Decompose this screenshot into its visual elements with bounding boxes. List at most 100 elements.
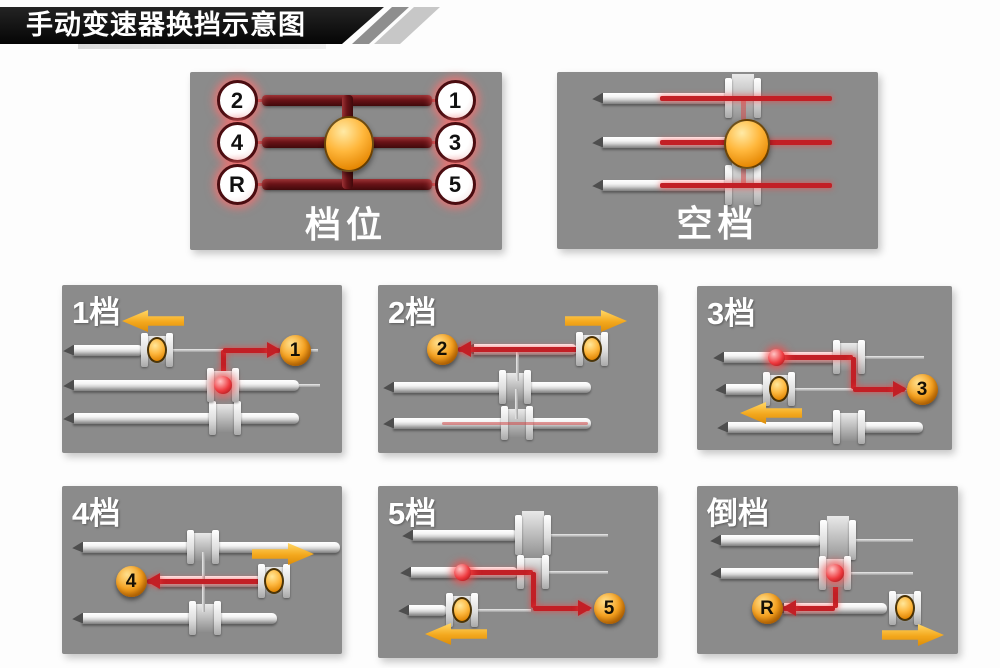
title-banner-bg: 手动变速器换挡示意图 (0, 7, 384, 44)
shift-direction-arrow (122, 309, 184, 333)
red-path-segment (853, 386, 905, 392)
red-path-segment (442, 421, 588, 425)
banner-shadow (78, 44, 326, 49)
shift-rail (82, 612, 277, 624)
collar-flange (283, 564, 290, 598)
red-path-segment (850, 357, 856, 389)
thin-link (853, 538, 913, 542)
gear-number-ball: 1 (279, 334, 311, 366)
shift-collar (189, 601, 221, 635)
shift-collar (819, 556, 851, 590)
page-title: 手动变速器换挡示意图 (26, 10, 306, 40)
shift-rail (412, 529, 518, 541)
shift-rail (783, 602, 887, 614)
red-arrowhead (267, 342, 281, 358)
collar-block (506, 373, 524, 401)
shift-collar (258, 564, 290, 598)
red-path-segment (458, 346, 578, 352)
shifter-knob-ball (724, 119, 770, 169)
collar-flange (601, 332, 608, 366)
collar-flange (820, 520, 827, 560)
gate-position-circle: 4 (216, 121, 258, 163)
title-banner: 手动变速器换挡示意图 (0, 7, 460, 49)
shifter-knob-ball (324, 116, 374, 172)
gate-position-circle: 3 (434, 121, 476, 163)
shift-collar (515, 511, 551, 559)
red-arrowhead (146, 573, 160, 589)
shift-direction-arrow (565, 309, 627, 333)
collar-ball-red (826, 564, 844, 582)
collar-flange (849, 520, 856, 560)
shift-rail (73, 379, 299, 391)
panel-neutral: 空档 (557, 72, 878, 249)
thin-link (299, 383, 320, 387)
collar-flange (889, 591, 896, 625)
collar-flange (819, 556, 826, 590)
collar-flange (471, 593, 478, 627)
red-arrowhead (578, 600, 592, 616)
shift-collar (889, 591, 921, 625)
collar-flange (499, 370, 506, 404)
shift-rail (73, 412, 299, 424)
collar-flange (189, 601, 196, 635)
collar-flange (833, 410, 840, 444)
collar-flange (141, 333, 148, 367)
red-path-segment (220, 350, 226, 385)
collar-flange (187, 530, 194, 564)
collar-flange (858, 410, 865, 444)
gear-label: 2档 (388, 295, 437, 330)
shift-collar (820, 516, 856, 564)
thin-link-vertical (515, 351, 519, 381)
collar-ball-red (214, 376, 232, 394)
collar-flange (524, 370, 531, 404)
shift-collar (187, 530, 219, 564)
gear-number-ball: R (751, 592, 783, 624)
shift-collar (576, 332, 608, 366)
red-arrowhead (457, 341, 471, 357)
shift-collar (499, 370, 531, 404)
collar-block (522, 511, 544, 559)
red-path-segment (223, 347, 280, 353)
shift-rail (720, 534, 822, 546)
red-path-segment (660, 182, 832, 188)
shift-rail (727, 421, 923, 433)
collar-ball-orange (264, 568, 284, 594)
collar-flange (212, 530, 219, 564)
red-arrowhead (782, 600, 796, 616)
collar-flange (763, 372, 770, 406)
gate-position-circle: R (216, 163, 258, 205)
red-glow-dot (767, 348, 785, 366)
red-path-segment (147, 578, 260, 584)
thin-link (850, 571, 913, 575)
panel-label: 档位 (304, 204, 387, 245)
red-glow-dot (453, 563, 471, 581)
red-path-segment (530, 572, 536, 608)
collar-flange (788, 372, 795, 406)
collar-ball-orange (769, 376, 789, 402)
red-path-segment (533, 605, 590, 611)
gate-position-circle: 1 (434, 79, 476, 121)
collar-flange (576, 332, 583, 366)
collar-flange (207, 368, 214, 402)
shift-rail (393, 381, 591, 393)
red-path-segment (776, 354, 853, 360)
shift-collar (763, 372, 795, 406)
collar-block (194, 533, 212, 561)
collar-flange (446, 593, 453, 627)
panel-label: 空档 (676, 203, 759, 244)
collar-flange (515, 515, 522, 555)
collar-block (216, 404, 234, 432)
thin-link (477, 608, 531, 612)
collar-block (196, 604, 214, 632)
red-path-segment (832, 573, 838, 608)
collar-flange (858, 340, 865, 374)
gear-number-ball: 5 (593, 592, 625, 624)
collar-ball-orange (582, 336, 602, 362)
gear-number-ball: 2 (426, 333, 458, 365)
